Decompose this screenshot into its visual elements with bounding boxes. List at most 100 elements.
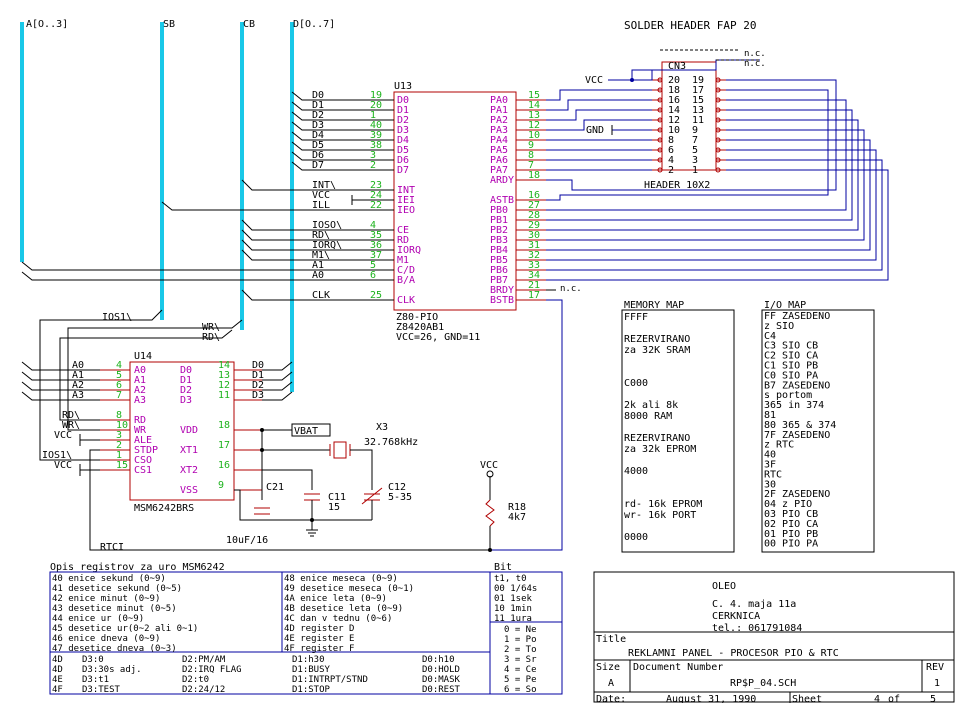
pin-dot <box>715 77 721 83</box>
pin-name: D4 <box>397 135 409 146</box>
flag-cell: D1:BUSY <box>292 665 331 675</box>
vbat-label: VBAT <box>294 426 318 437</box>
pin-name: RD <box>134 415 146 426</box>
u13-body <box>393 91 517 311</box>
pin-number: 39 <box>370 130 382 141</box>
pin-number: 12 <box>528 120 540 131</box>
pin-number: 2 <box>668 165 674 176</box>
pin-name: IORQ <box>397 245 421 256</box>
register-line: 43 desetice minut (0~5) <box>52 604 177 614</box>
register-line: 4E register E <box>284 634 354 644</box>
net-label: CLK <box>312 290 330 301</box>
register-line: 46 enice dneva (0~9) <box>52 634 160 644</box>
io-map-line: 3F <box>764 460 776 471</box>
cn3-vcc-wire2 <box>631 69 652 80</box>
net-label: RD\ <box>312 230 330 241</box>
pin-number: 18 <box>668 85 680 96</box>
io-map-line: 80 365 & 374 <box>764 420 836 431</box>
pin-number: 13 <box>218 370 230 381</box>
day-line: 2 = To <box>504 645 537 655</box>
tb-sheet: 4 <box>874 694 880 703</box>
net-label: A0 <box>312 270 324 281</box>
cn3-gnd-label: GND <box>586 125 604 136</box>
day-line: 4 = Ce <box>504 665 537 675</box>
io-map-line: s portom <box>764 390 812 401</box>
u14-part: MSM6242BRS <box>134 503 194 514</box>
io-map-line: z RTC <box>764 440 794 451</box>
u13-part: Z8420AB1 <box>396 322 444 333</box>
io-map-title: I/O MAP <box>764 300 806 311</box>
pin-name: B/A <box>397 275 415 286</box>
pin-dot <box>657 147 663 153</box>
flag-cell: D0:h10 <box>422 655 455 665</box>
pin-number: 3 <box>370 150 376 161</box>
register-line: 4A enice leta (0~9) <box>284 594 387 604</box>
io-map-line: C0 SIO PA <box>764 370 818 381</box>
io-map-line: FF ZASEDENO <box>764 311 830 322</box>
pin-number: 17 <box>692 85 704 96</box>
pin-number: 25 <box>370 290 382 301</box>
pin-number: 40 <box>370 120 382 131</box>
tb-title: REKLAMNI PANEL - PROCESOR PIO & RTC <box>628 648 839 659</box>
bit-line: 11 1ura <box>494 614 532 624</box>
pin-name: PA3 <box>490 125 508 136</box>
pin-name: D3 <box>180 395 192 406</box>
pin-number: 6 <box>370 270 376 281</box>
pin-dot <box>715 167 721 173</box>
pin-name: PB6 <box>490 265 508 276</box>
pin-number: 1 <box>370 110 376 121</box>
pin-number: 12 <box>668 115 680 126</box>
io-map-line: 7F ZASEDENO <box>764 430 830 441</box>
net-label: D0 <box>252 360 264 371</box>
pin-number: 2 <box>370 160 376 171</box>
flag-cell: D0:MASK <box>422 675 461 685</box>
cn3-nc-2: n.c. <box>744 59 766 69</box>
r18-ref: R18 <box>508 502 526 513</box>
io-map-line: RTC <box>764 469 782 480</box>
cn3-body <box>661 61 717 171</box>
register-line: 48 enice meseca (0~9) <box>284 574 398 584</box>
pin-number: 6 <box>116 380 122 391</box>
pin-name: IEI <box>397 195 415 206</box>
day-line: 3 = Sr <box>504 655 537 665</box>
tb-date: August 31, 1990 <box>666 694 756 703</box>
pin-number: 4 <box>370 220 376 231</box>
pin-dot <box>657 117 663 123</box>
registers-title: Opis registrov za uro MSM6242 <box>50 562 225 573</box>
tb-sheet-label: Sheet <box>792 694 822 703</box>
memory-map-line: REZERVIRANO <box>624 334 690 345</box>
pin-number: 27 <box>528 200 540 211</box>
c11-val: 15 <box>328 502 340 513</box>
memory-map-line: 4000 <box>624 466 648 477</box>
io-map-line: z SIO <box>764 321 794 332</box>
pin-number: 37 <box>370 250 382 261</box>
pin-dot <box>715 127 721 133</box>
pin-number: 24 <box>370 190 382 201</box>
pin-number: 28 <box>528 210 540 221</box>
pin-dot <box>715 97 721 103</box>
pin-name: PB2 <box>490 225 508 236</box>
net-label: D6 <box>312 150 324 161</box>
pin-number: 33 <box>528 260 540 271</box>
pin-name: PB4 <box>490 245 508 256</box>
pin-number: 20 <box>370 100 382 111</box>
pin-name: BSTB <box>490 295 514 306</box>
net-label: D3 <box>252 390 264 401</box>
pin-number: 11 <box>692 115 704 126</box>
net-label: VCC <box>54 460 72 471</box>
pin-name: C/D <box>397 265 415 276</box>
pin-number: 30 <box>528 230 540 241</box>
io-map-line: 01 PIO PB <box>764 529 818 540</box>
tb-address-1: C. 4. maja 11a <box>712 599 796 610</box>
bit-title: Bit <box>494 562 512 573</box>
pin-dot <box>657 87 663 93</box>
register-line: 4D register D <box>284 624 354 634</box>
pin-name: PA7 <box>490 165 508 176</box>
tb-of: 5 <box>930 694 936 703</box>
header-routing <box>490 79 889 551</box>
pin-number: 22 <box>370 200 382 211</box>
pin-number: 5 <box>116 370 122 381</box>
u14-wiring <box>21 309 490 551</box>
